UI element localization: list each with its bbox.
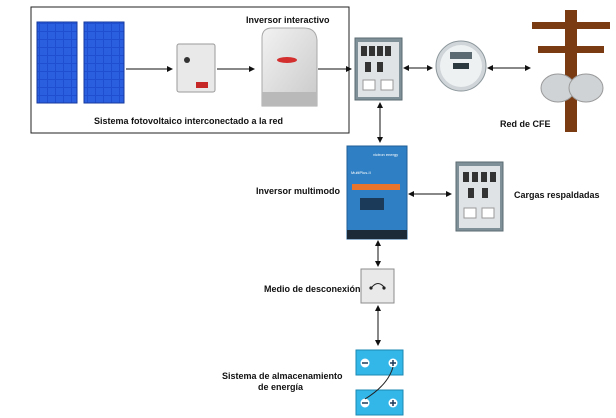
- energy-meter-icon: [435, 40, 487, 92]
- label-pv-system: Sistema fotovoltaico interconectado a la…: [94, 116, 284, 126]
- label-storage-line2: de energía: [258, 382, 304, 392]
- backed-loads-panel-icon: [455, 161, 504, 232]
- label-disconnect: Medio de desconexión: [264, 284, 361, 294]
- main-electrical-panel-icon: [354, 37, 403, 101]
- multimode-inverter-icon: [346, 145, 408, 240]
- label-inverter-interactive: Inversor interactivo: [246, 15, 330, 25]
- utility-pole-icon: [532, 10, 610, 132]
- label-grid: Red de CFE: [500, 119, 551, 129]
- label-backed-loads: Cargas respaldadas: [514, 190, 600, 200]
- disconnect-switch-icon: [360, 268, 395, 304]
- label-multimode-inverter: Inversor multimodo: [256, 186, 341, 196]
- inverter-model-text: MultiPlus-II: [351, 170, 371, 175]
- inverter-brand-text: victron energy: [373, 152, 398, 157]
- battery-bank-icon: [355, 349, 404, 416]
- dc-disconnect-box-icon: [176, 43, 216, 93]
- label-storage-line1: Sistema de almacenamiento: [222, 371, 343, 381]
- grid-tie-inverter-icon: [261, 27, 318, 107]
- solar-panel-icon: [36, 21, 125, 104]
